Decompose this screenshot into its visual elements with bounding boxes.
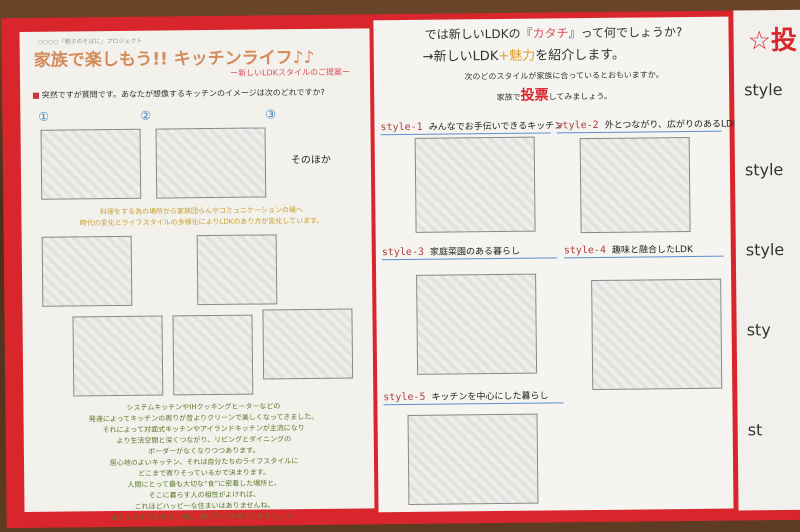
right-style-label: style	[744, 160, 784, 180]
description-text: システムキッチンやIHクッキングヒーターなどの発達によってキッチンの周りが昔より…	[88, 402, 319, 523]
kitchen-sketch-a	[72, 315, 164, 397]
kitchen-sketch-b	[172, 314, 254, 396]
style-3-sketch	[416, 273, 538, 375]
style-5-floorplan	[407, 413, 539, 505]
option-3: ③	[265, 107, 277, 122]
right-style-label: style	[745, 240, 785, 260]
right-panel: ☆投 style style style sty st	[733, 9, 800, 511]
right-title: ☆投	[747, 25, 798, 57]
right-style-label: sty	[746, 320, 771, 340]
option-2: ②	[140, 108, 152, 123]
kitchen-sketch-2	[155, 127, 267, 199]
left-panel: ○○○○「親子のそばに」プロジェクト 家族で楽しもう!! キッチンライフ♪♪ ー…	[19, 28, 375, 522]
vote-prompt: 家族で投票してみましょう。	[496, 87, 612, 104]
family-sketch	[41, 235, 133, 307]
style-4-sketch	[591, 278, 723, 391]
other-option: そのほか	[290, 154, 331, 167]
kitchen-sketch-1	[40, 128, 142, 200]
poster: ○○○○「親子のそばに」プロジェクト 家族で楽しもう!! キッチンライフ♪♪ ー…	[1, 9, 800, 529]
intro-line: →新しいLDK+魅力を紹介します。	[422, 47, 625, 65]
middle-panel: では新しいLDKの『カタチ』って何でしょうか? →新しいLDK+魅力を紹介します…	[373, 16, 739, 513]
poster-subtitle: ー新しいLDKスタイルのご提案ー	[230, 67, 350, 78]
style-1-sketch	[414, 136, 536, 233]
style-2-floorplan	[579, 137, 691, 234]
intro-text: 料理をする為の場所から家族団らんやコミュニケーションの場へ時代の変化とライフスタ…	[79, 206, 324, 228]
question: 突然ですが質問です。あなたが想像するキッチンのイメージは次のどれですか?	[32, 87, 325, 101]
ldk-sketch	[196, 234, 278, 306]
headline: では新しいLDKの『カタチ』って何でしょうか?	[424, 25, 683, 42]
vote-question: 次のどのスタイルが家族に合っているとおもいますか。	[464, 70, 664, 82]
kitchen-sketch-c	[262, 308, 354, 380]
right-style-label: st	[747, 420, 763, 440]
option-1: ①	[38, 109, 50, 124]
right-style-label: style	[744, 80, 783, 100]
